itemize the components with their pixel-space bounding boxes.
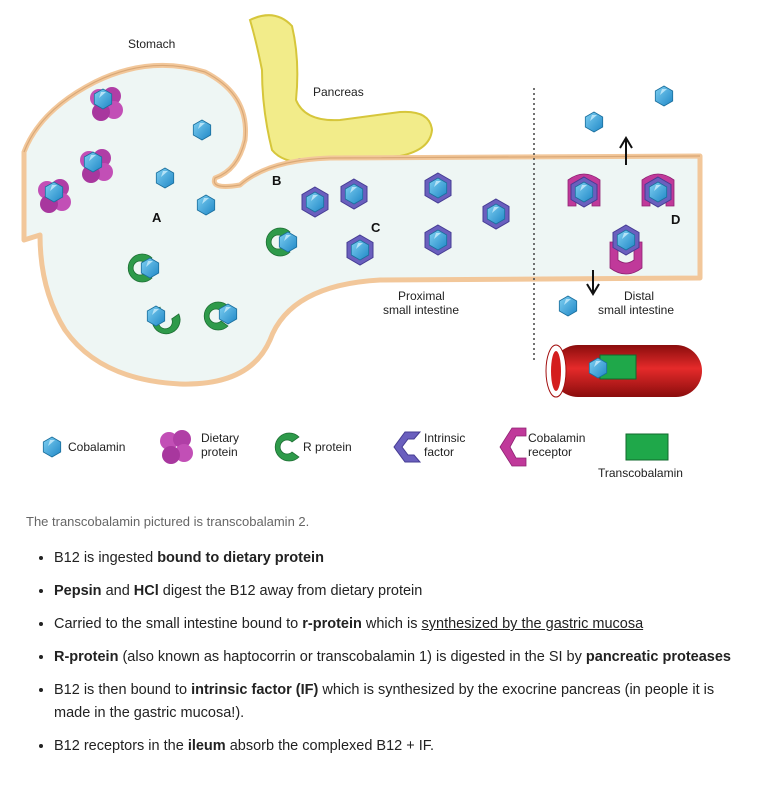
list-item: B12 is ingested bound to dietary protein: [54, 546, 734, 570]
label-proximal-1: Proximal: [398, 289, 445, 303]
dietary-complex-2: [80, 149, 113, 183]
list-item: Carried to the small intestine bound to …: [54, 612, 734, 636]
cobalamin-free: [654, 85, 674, 107]
legend-r-protein-label: R protein: [303, 440, 352, 454]
letter-c: C: [371, 220, 381, 235]
receptor-complex: [641, 173, 675, 208]
arrow-up: [619, 136, 633, 165]
legend-dietary-icon: [160, 430, 193, 464]
label-distal-2: small intestine: [598, 303, 674, 317]
legend-transcobalamin-icon: [625, 433, 669, 461]
legend-intrinsic-label-2: factor: [424, 445, 454, 459]
legend-cobalamin-label: Cobalamin: [68, 440, 125, 454]
legend-receptor-label-1: Cobalamin: [528, 431, 585, 445]
label-pancreas: Pancreas: [313, 85, 364, 99]
label-distal-1: Distal: [624, 289, 654, 303]
legend: Cobalamin Dietary protein R protein Intr…: [42, 427, 683, 480]
arrow-down: [586, 270, 600, 296]
label-stomach: Stomach: [128, 37, 175, 51]
legend-dietary-label-1: Dietary: [201, 431, 239, 445]
legend-r-protein-icon: [274, 432, 300, 462]
letter-b: B: [272, 173, 281, 188]
figure-caption: The transcobalamin pictured is transcoba…: [26, 514, 310, 529]
list-item: R-protein (also known as haptocorrin or …: [54, 645, 734, 669]
receptor-complex: [567, 173, 601, 208]
dietary-complex-3: [38, 179, 71, 213]
cobalamin-free: [584, 111, 604, 133]
legend-intrinsic-label-1: Intrinsic: [424, 431, 465, 445]
label-proximal-2: small intestine: [383, 303, 459, 317]
legend-receptor-icon: [499, 427, 527, 467]
gut-lumen: [21, 62, 703, 387]
b12-absorption-diagram: Stomach Pancreas Proximal small intestin…: [21, 14, 703, 480]
notes-list: B12 is ingested bound to dietary protein…: [24, 546, 734, 767]
letter-d: D: [671, 212, 680, 227]
dietary-complex-1: [90, 87, 123, 121]
legend-dietary-label-2: protein: [201, 445, 238, 459]
legend-transcobalamin-label: Transcobalamin: [598, 466, 683, 480]
legend-intrinsic-factor-icon: [393, 431, 422, 463]
list-item: B12 receptors in the ileum absorb the co…: [54, 734, 734, 758]
list-item: B12 is then bound to intrinsic factor (I…: [54, 678, 734, 725]
list-item: Pepsin and HCl digest the B12 away from …: [54, 579, 734, 603]
letter-a: A: [152, 210, 162, 225]
cobalamin-free: [558, 295, 578, 317]
blood-vessel: [545, 344, 702, 398]
legend-cobalamin-icon: [42, 436, 62, 458]
pancreas: [248, 14, 434, 164]
legend-receptor-label-2: receptor: [528, 445, 572, 459]
receptor-complex: [609, 224, 643, 275]
